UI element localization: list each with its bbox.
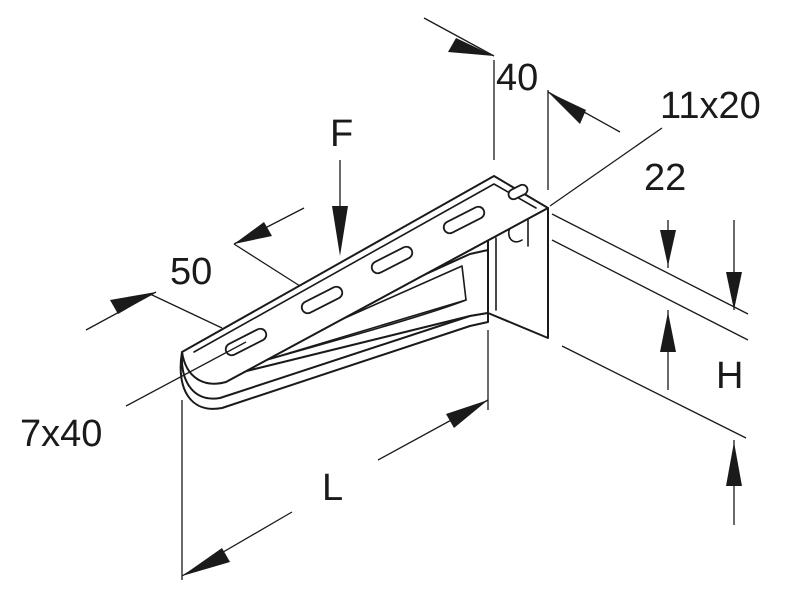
slot-11x20: [507, 183, 529, 201]
label-height-h: H: [716, 355, 743, 397]
label-slot-7x40: 7x40: [20, 413, 102, 455]
label-length-l: L: [322, 467, 343, 509]
bracket-lower-flange: [179, 312, 489, 410]
label-slot-11x20: 11x20: [660, 85, 761, 127]
slot-7x40: [442, 205, 486, 235]
arrowheads: [110, 38, 742, 576]
slot-7x40: [300, 285, 344, 315]
label-width-40: 40: [496, 57, 538, 99]
dimension-labels: 40 11x20 F 22 50 H 7x40 L: [20, 57, 761, 509]
bracket-body: [179, 175, 549, 410]
label-offset-22: 22: [644, 157, 686, 199]
label-pitch-50: 50: [170, 251, 212, 293]
label-force-f: F: [330, 113, 353, 155]
slot-7x40: [370, 245, 414, 275]
